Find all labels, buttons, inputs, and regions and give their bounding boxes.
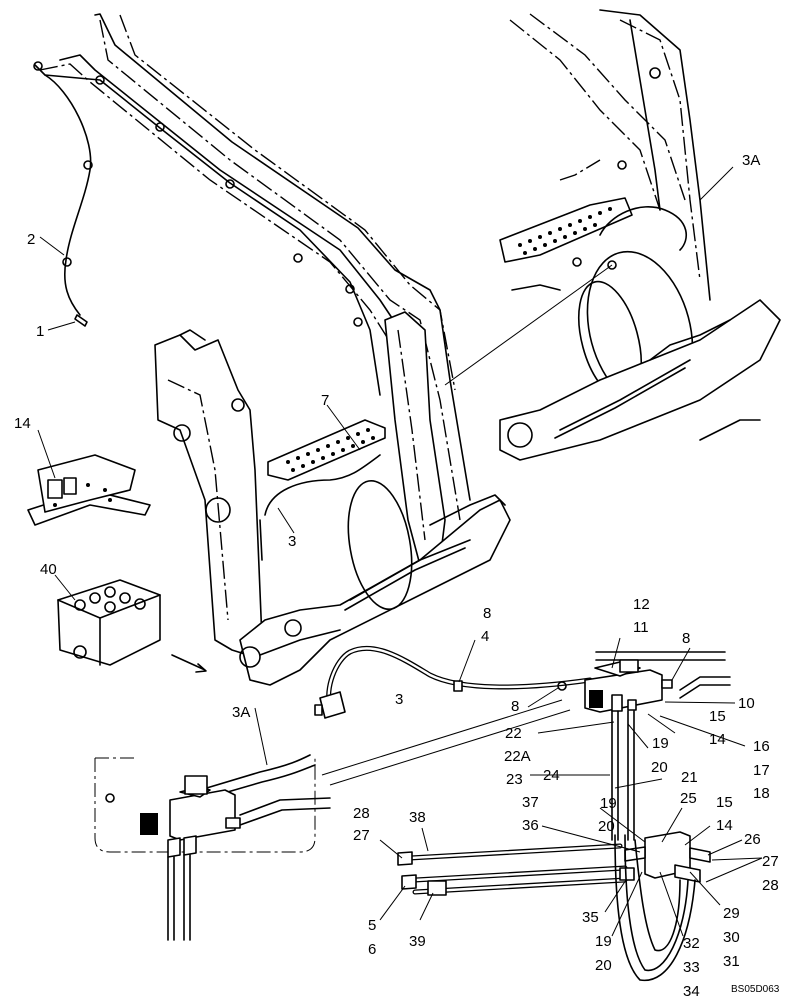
detail-3A xyxy=(94,699,571,941)
callout-37: 37 xyxy=(522,794,539,811)
callout-36: 36 xyxy=(522,817,539,834)
detail-leader-2 xyxy=(329,709,571,786)
callout-35: 35 xyxy=(582,909,599,926)
callout-1: 1 xyxy=(36,323,44,340)
callout-29: 29 xyxy=(723,905,740,922)
callout-14-a: 14 xyxy=(709,731,726,748)
callout-27-a: 27 xyxy=(353,827,370,844)
inset-loader-view xyxy=(499,9,781,461)
callout-12: 12 xyxy=(633,596,650,613)
callout-8-a: 8 xyxy=(483,605,491,622)
callout-28-b: 28 xyxy=(762,877,779,894)
callout-labels: 2 1 3 7 3A 14 40 3 8 4 12 11 8 8 10 15 1… xyxy=(14,152,780,1000)
callout-6: 6 xyxy=(368,941,376,958)
callout-23: 23 xyxy=(506,771,523,788)
callout-20-a: 20 xyxy=(651,759,668,776)
callout-5: 5 xyxy=(368,917,376,934)
callout-19-b: 19 xyxy=(600,795,617,812)
callout-38: 38 xyxy=(409,809,426,826)
inset-step-plate-holes xyxy=(518,207,612,255)
callout-7: 7 xyxy=(321,392,329,409)
callout-4: 4 xyxy=(481,628,489,645)
callout-34: 34 xyxy=(683,983,700,1000)
callout-17: 17 xyxy=(753,762,770,779)
callout-14-b: 14 xyxy=(716,817,733,834)
callout-33: 33 xyxy=(683,959,700,976)
step-plate-holes xyxy=(286,428,375,472)
callout-10: 10 xyxy=(738,695,755,712)
callout-19-a: 19 xyxy=(652,735,669,752)
callout-31: 31 xyxy=(723,953,740,970)
hose-part-3 xyxy=(314,645,593,719)
leader-lines xyxy=(37,166,763,937)
callout-22A: 22A xyxy=(504,748,531,765)
callout-18: 18 xyxy=(753,785,770,802)
callout-3-hose: 3 xyxy=(395,691,403,708)
callout-15-b: 15 xyxy=(716,794,733,811)
callout-25: 25 xyxy=(680,790,697,807)
callout-21: 21 xyxy=(681,769,698,786)
callout-24-visible: 24 xyxy=(543,767,560,784)
callout-3A-detail: 3A xyxy=(232,704,250,721)
callout-14-bracket: 14 xyxy=(14,415,31,432)
callout-8-c: 8 xyxy=(511,698,519,715)
callout-16: 16 xyxy=(753,738,770,755)
detail-leader-1 xyxy=(321,699,563,776)
valve-assembly-lower xyxy=(397,831,711,982)
callout-2: 2 xyxy=(27,231,35,248)
callout-20-c: 20 xyxy=(595,957,612,974)
direction-arrow xyxy=(171,654,207,673)
callout-27-b: 27 xyxy=(762,853,779,870)
callout-19-c: 19 xyxy=(595,933,612,950)
loader-arm-assembly xyxy=(33,13,511,686)
block-part-40 xyxy=(57,579,161,666)
bracket-part-14 xyxy=(27,454,151,526)
callout-20-b: 20 xyxy=(598,818,615,835)
inset-leader-line xyxy=(444,264,613,386)
callout-28-a: 28 xyxy=(353,805,370,822)
valve-assembly-upper xyxy=(557,651,731,841)
reference-code: BS05D063 xyxy=(731,984,780,995)
callout-40: 40 xyxy=(40,561,57,578)
callout-11: 11 xyxy=(633,619,649,636)
callout-32: 32 xyxy=(683,935,700,952)
callout-3A-inset: 3A xyxy=(742,152,760,169)
callout-3-upper: 3 xyxy=(288,533,296,550)
callout-15-a: 15 xyxy=(709,708,726,725)
callout-8-b: 8 xyxy=(682,630,690,647)
callout-39: 39 xyxy=(409,933,426,950)
callout-30: 30 xyxy=(723,929,740,946)
callout-22: 22 xyxy=(505,725,522,742)
clamp-part-4 xyxy=(453,680,463,692)
callout-26: 26 xyxy=(744,831,761,848)
